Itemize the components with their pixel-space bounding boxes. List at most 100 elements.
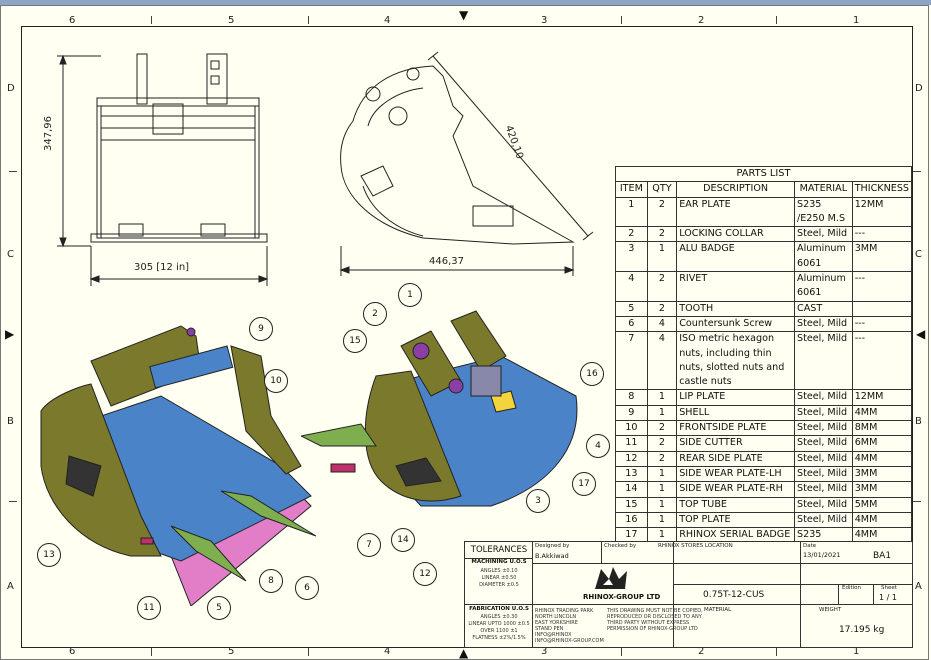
zone-right-c: C <box>915 249 922 260</box>
parts-cell-mat: Aluminum 6061 <box>794 241 853 273</box>
parts-header-thickness: THICKNESS <box>851 181 913 198</box>
parts-cell-mat: Steel, Mild <box>794 465 853 483</box>
balloon-16: 16 <box>580 362 604 386</box>
parts-cell-desc: SIDE CUTTER <box>676 435 795 452</box>
weight-label: WEIGHT <box>819 607 842 613</box>
machining-line-3: DIAMETER ±0.5 <box>479 582 519 588</box>
parts-cell-thk: --- <box>851 331 913 391</box>
parts-cell-item: 10 <box>615 420 648 437</box>
zone-top-2: 2 <box>698 15 705 26</box>
parts-cell-qty: 2 <box>646 271 678 302</box>
parts-cell-qty: 1 <box>646 481 678 498</box>
parts-cell-thk: 4MM <box>851 511 913 529</box>
parts-cell-mat: Steel, Mild <box>794 481 853 498</box>
parts-cell-thk: --- <box>851 271 913 302</box>
parts-cell-mat: Steel, Mild <box>794 226 853 243</box>
date-value: 13/01/2021 <box>803 551 841 559</box>
parts-cell-qty: 2 <box>646 420 678 437</box>
balloon-14: 14 <box>391 528 415 552</box>
parts-cell-desc: TOOTH <box>676 300 795 317</box>
parts-list-table: PARTS LIST ITEM QTY DESCRIPTION MATERIAL… <box>615 165 913 558</box>
parts-list-title: PARTS LIST <box>615 165 912 183</box>
parts-cell-desc: SIDE WEAR PLATE-LH <box>676 465 795 483</box>
balloon-8: 8 <box>259 569 283 593</box>
zone-top-6: 6 <box>69 15 76 26</box>
side-view-drawing <box>339 51 594 276</box>
parts-header-material: MATERIAL <box>794 181 853 198</box>
parts-cell-qty: 2 <box>646 300 678 317</box>
parts-cell-mat: Steel, Mild <box>794 315 853 333</box>
parts-cell-item: 8 <box>615 389 648 406</box>
address-line-4: STAND PEN <box>535 626 564 632</box>
parts-cell-thk: 6MM <box>851 435 913 452</box>
parts-cell-qty: 1 <box>646 404 678 422</box>
zone-top-5: 5 <box>228 15 235 26</box>
fabrication-line-1: ANGLES ±0.30 <box>480 614 518 620</box>
parts-cell-desc: EAR PLATE <box>676 196 795 228</box>
sheet-value: 1 / 1 <box>879 593 897 602</box>
parts-cell-item: 12 <box>615 450 648 467</box>
address-line-5: INFO@RHINOX <box>535 632 572 638</box>
parts-cell-mat: S235 /E250 M.S <box>794 196 853 228</box>
zone-bottom-3: 3 <box>541 646 548 657</box>
center-arrow-right-icon: ◀ <box>916 327 926 341</box>
parts-cell-qty: 1 <box>646 496 678 513</box>
parts-cell-mat: Aluminum 6061 <box>794 271 853 302</box>
parts-cell-mat: Steel, Mild <box>794 511 853 529</box>
balloon-11: 11 <box>137 596 161 620</box>
dim-width-side: 446,37 <box>429 256 464 267</box>
parts-cell-mat: Steel, Mild <box>794 404 853 422</box>
machining-line-2: LINEAR ±0.50 <box>481 575 517 581</box>
balloon-1: 1 <box>398 283 422 307</box>
parts-cell-item: 4 <box>615 271 648 302</box>
address-line-2: NORTH LINCOLN <box>535 614 577 620</box>
window-top-bar <box>0 0 931 5</box>
parts-cell-qty: 1 <box>646 511 678 529</box>
zone-top-1: 1 <box>853 15 860 26</box>
material-label: MATERIAL <box>704 607 732 613</box>
parts-cell-thk: 5MM <box>851 496 913 513</box>
parts-cell-item: 5 <box>615 300 648 317</box>
zone-bottom-5: 5 <box>228 646 235 657</box>
parts-header-item: ITEM <box>615 181 648 198</box>
front-view-drawing <box>57 53 269 286</box>
parts-cell-thk: 3MM <box>851 465 913 483</box>
zone-top-4: 4 <box>384 15 391 26</box>
parts-cell-desc: TOP TUBE <box>676 496 795 513</box>
parts-cell-qty: 2 <box>646 196 678 228</box>
parts-cell-item: 7 <box>615 331 648 391</box>
parts-cell-item: 2 <box>615 226 648 243</box>
parts-cell-mat: Steel, Mild <box>794 331 853 391</box>
balloon-3: 3 <box>526 489 550 513</box>
parts-cell-item: 13 <box>615 465 648 483</box>
zone-right-a: A <box>915 581 922 592</box>
designed-by-value: B.Akkiwad <box>535 552 569 560</box>
parts-cell-thk: 8MM <box>851 420 913 437</box>
parts-cell-mat: Steel, Mild <box>794 435 853 452</box>
zone-bottom-6: 6 <box>69 646 76 657</box>
parts-cell-mat: Steel, Mild <box>794 450 853 467</box>
balloon-2: 2 <box>363 302 387 326</box>
parts-cell-thk: 3MM <box>851 241 913 273</box>
zone-left-b: B <box>7 416 14 427</box>
balloon-7: 7 <box>357 533 381 557</box>
parts-cell-item: 14 <box>615 481 648 498</box>
dim-height: 347,96 <box>43 116 54 151</box>
parts-cell-item: 16 <box>615 511 648 529</box>
center-arrow-top-icon: ▼ <box>459 8 469 22</box>
balloon-15: 15 <box>343 329 367 353</box>
parts-cell-qty: 1 <box>646 465 678 483</box>
notice-line-2: REPRODUCED OR DISCLOSED TO ANY <box>607 614 702 620</box>
zone-right-b: B <box>915 416 922 427</box>
sheet-label: Sheet <box>881 585 897 591</box>
parts-cell-item: 15 <box>615 496 648 513</box>
balloon-4: 4 <box>586 434 610 458</box>
